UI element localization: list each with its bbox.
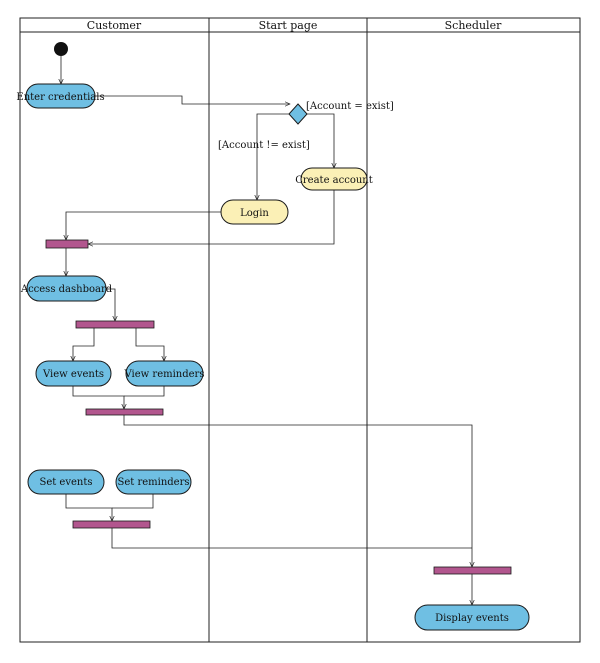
swimlane-frame [19,17,581,643]
flow-decision-to-create-account [307,113,334,168]
action-set-events-shape [27,469,105,495]
lane-title-scheduler: Scheduler [445,19,502,32]
action-set-events: Set events [27,469,105,495]
action-set-events-label: Set events [39,477,92,488]
initial-node [54,42,68,56]
action-display-events-label: Display events [435,613,509,624]
action-enter-credentials-label: Enter credentials [16,92,104,103]
flow-view-join-to-scheduler [123,415,472,567]
action-display-events-shape [414,604,530,631]
flow-credentials-to-decision [95,95,290,104]
action-create-account: Create account [295,167,373,191]
diagram-border [19,17,581,643]
action-set-reminders-label: Set reminders [117,477,189,488]
lane-title-customer: Customer [87,19,142,32]
action-view-events-shape [35,360,112,387]
action-access-dashboard-shape [26,275,107,302]
action-access-dashboard: Access dashboard [20,275,113,302]
action-enter-credentials: Enter credentials [16,83,105,109]
sync-bar-view-join [85,408,164,416]
action-access-dashboard-label: Access dashboard [20,284,113,295]
action-view-reminders-shape [125,360,204,387]
flow-create-account-to-join [88,190,335,244]
flow-login-to-join [66,211,221,240]
action-set-reminders: Set reminders [115,469,192,495]
flow-dashboard-to-fork [106,288,115,321]
flow-set-join-to-scheduler [111,528,472,549]
action-enter-credentials-shape [25,83,96,109]
action-view-reminders-label: View reminders [124,369,205,380]
action-view-events-label: View events [42,369,104,380]
action-display-events: Display events [414,604,530,631]
flow-fork-to-view-reminders [135,328,164,361]
control-flows [61,56,472,605]
action-login-label: Login [240,208,269,219]
action-login: Login [220,199,289,225]
action-view-reminders: View reminders [124,360,205,387]
sync-bar-scheduler-join [433,566,512,575]
action-set-reminders-shape [115,469,192,495]
sync-bar-set-join [72,520,151,529]
action-create-account-shape [300,167,368,191]
flow-set-events-to-join [65,494,112,521]
action-login-shape [220,199,289,225]
guard-account-exist: [Account = exist] [306,101,394,112]
action-view-events: View events [35,360,112,387]
guard-account-not-exist: [Account != exist] [218,140,310,151]
flow-fork-to-view-events [73,328,95,361]
lane-title-start-page: Start page [259,19,318,32]
sync-bar-view-fork [75,320,155,329]
flow-view-reminders-to-join [124,386,165,397]
flow-decision-to-login [257,113,289,200]
flow-view-events-to-join [72,386,124,409]
flow-set-reminders-to-join [112,494,154,509]
action-create-account-label: Create account [295,175,373,186]
decision-node [288,103,308,125]
sync-bar-login-join [45,239,89,249]
